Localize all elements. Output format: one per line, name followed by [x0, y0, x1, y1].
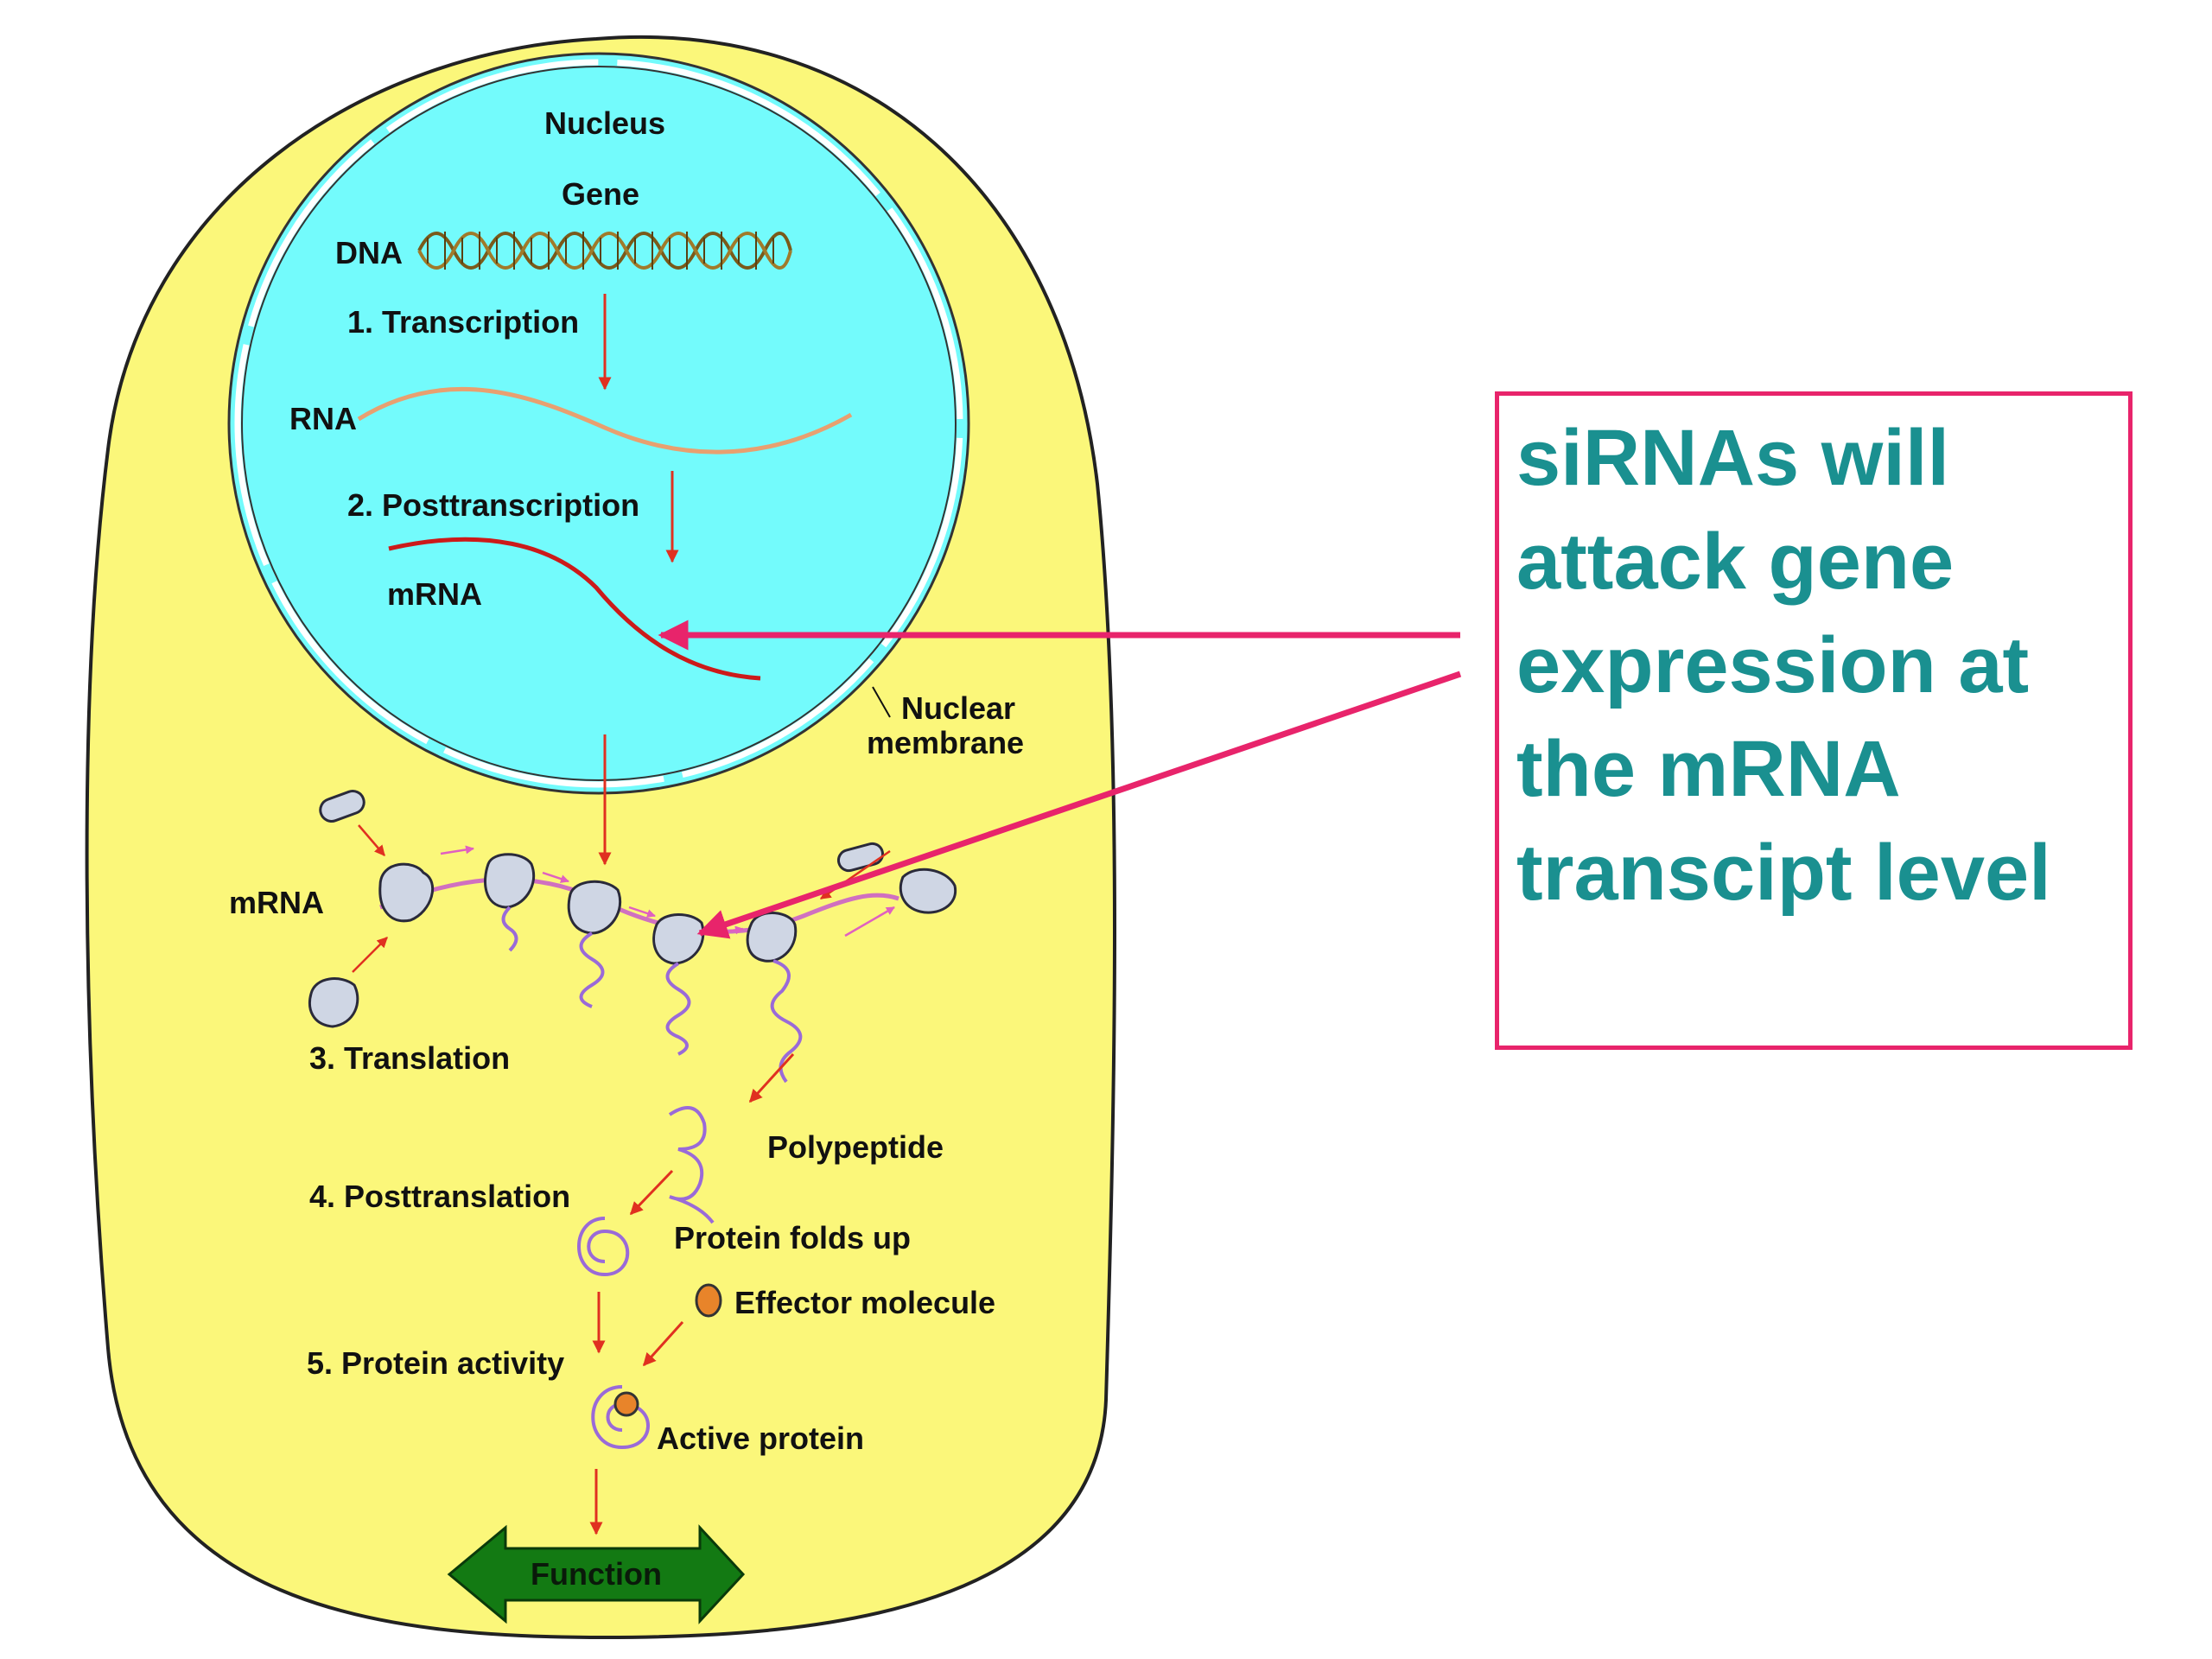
label-translation: 3. Translation: [309, 1040, 510, 1076]
active-protein: [591, 1385, 650, 1450]
label-effector-molecule: Effector molecule: [734, 1285, 995, 1320]
downstream-flow-arrows: [589, 1052, 795, 1535]
label-posttranslation: 4. Posttranslation: [309, 1179, 570, 1214]
label-protein-activity: 5. Protein activity: [307, 1345, 564, 1381]
callout-line: expression at: [1516, 621, 2030, 709]
label-polypeptide: Polypeptide: [767, 1129, 944, 1165]
callout-text: siRNAs will attack gene expression at th…: [1516, 406, 2121, 925]
polypeptide-chains: [501, 906, 803, 1224]
label-protein-folds-up: Protein folds up: [674, 1220, 911, 1255]
label-nucleus: Nucleus: [544, 105, 665, 141]
folded-protein: [577, 1217, 630, 1277]
callout-line: attack gene: [1516, 518, 1955, 606]
label-mrna-cytoplasm: mRNA: [229, 885, 324, 920]
label-dna: DNA: [335, 235, 403, 270]
callout-line: siRNAs will: [1516, 414, 1950, 502]
function-arrow: [447, 1524, 746, 1624]
callout-line: transcipt level: [1516, 829, 2051, 917]
label-rna: RNA: [289, 401, 357, 436]
label-mrna-nucleus: mRNA: [387, 576, 482, 612]
label-gene: Gene: [562, 176, 639, 212]
label-nuclear-membrane-line1: Nuclear: [901, 690, 1015, 726]
callout-line: the mRNA: [1516, 725, 1901, 813]
label-posttranscription: 2. Posttranscription: [347, 487, 639, 523]
label-nuclear-membrane-line2: membrane: [867, 725, 1024, 760]
effector-molecule-icon: [695, 1283, 722, 1318]
rna-strand: [357, 386, 853, 454]
nuclear-membrane-leader: [872, 686, 891, 718]
label-active-protein: Active protein: [657, 1421, 864, 1456]
callout-box: [1495, 391, 2133, 1050]
label-function: Function: [531, 1556, 662, 1592]
pointer-arrow-cytoplasmic-mrna: [696, 671, 1462, 939]
label-transcription: 1. Transcription: [347, 304, 579, 340]
mrna-strand-nucleus: [388, 537, 761, 681]
dna-helix: [417, 232, 792, 270]
